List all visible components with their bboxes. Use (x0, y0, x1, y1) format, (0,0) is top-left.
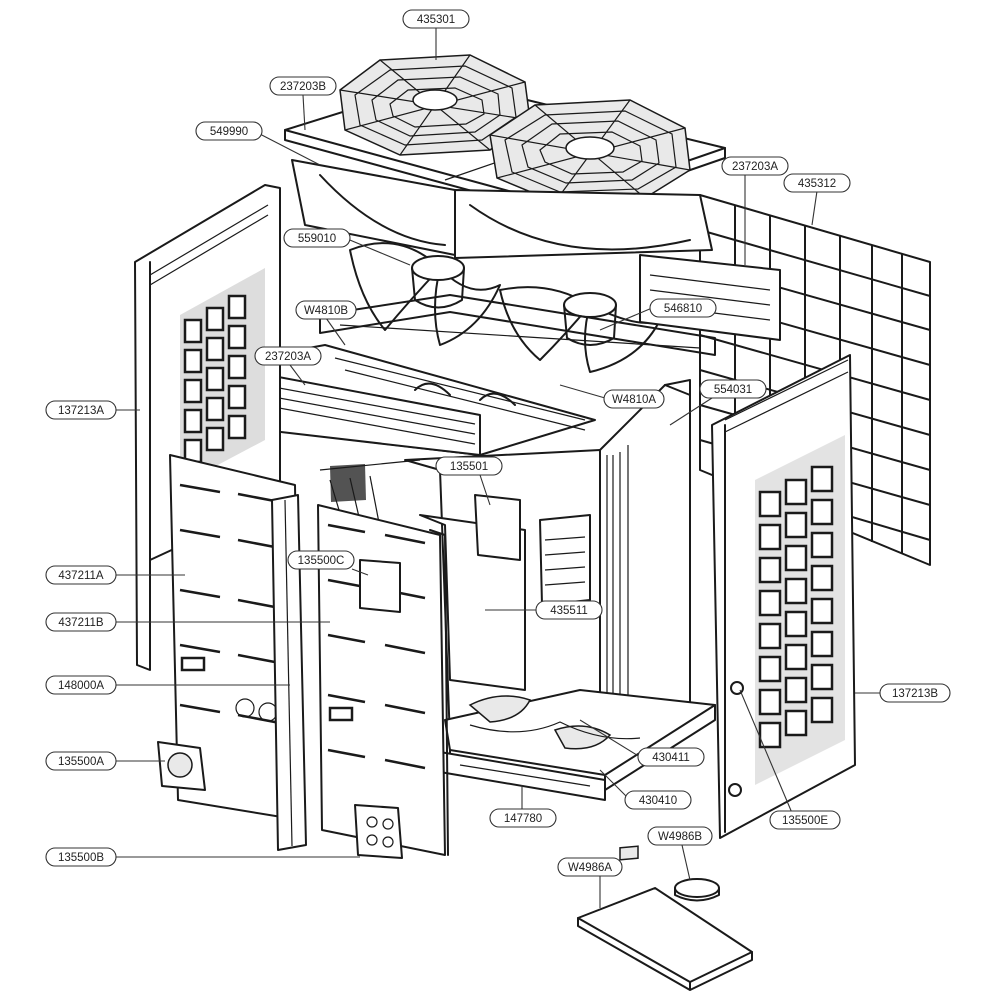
callout-text: 137213A (58, 405, 104, 417)
callout-135501: 135501 (435, 456, 503, 476)
callout-237203a-top: 237203A (721, 156, 789, 176)
fan-motor-bracket (319, 294, 716, 356)
callout-137213a: 137213A (45, 400, 117, 420)
callout-text: W4810B (304, 305, 348, 317)
callout-text: W4986A (568, 862, 612, 874)
front-top-panel (214, 344, 596, 456)
callout-text: 430411 (652, 752, 690, 764)
fan-guard-left-icon (339, 54, 531, 156)
fan-shroud (291, 159, 713, 259)
callout-text: 430410 (639, 795, 677, 807)
callout-559010: 559010 (283, 228, 351, 248)
fan-guard-right-icon (489, 99, 691, 203)
callout-text: 135500C (298, 555, 345, 567)
callout-text: 554031 (714, 384, 752, 396)
front-post (271, 494, 307, 851)
callout-148000a: 148000A (45, 675, 117, 695)
callout-147780: 147780 (489, 808, 557, 828)
callout-435511: 435511 (535, 600, 603, 620)
callout-text: 135500E (782, 815, 828, 827)
callout-135500a: 135500A (45, 751, 117, 771)
callout-text: W4986B (658, 831, 702, 843)
callout-text: 135501 (450, 461, 488, 473)
leader-lines (115, 28, 880, 908)
callout-text: 135500A (58, 756, 104, 768)
callout-554031: 554031 (699, 379, 767, 399)
port-cover-b (354, 804, 403, 859)
inner-chassis (319, 449, 601, 761)
callout-437211a: 437211A (45, 565, 117, 585)
cap-w4986b (674, 878, 720, 902)
callout-text: 137213B (892, 688, 938, 700)
fan-blade-left-icon (349, 242, 501, 346)
callout-text: 549990 (210, 126, 248, 138)
callout-text: 437211A (58, 570, 104, 582)
callout-text: 147780 (504, 813, 542, 825)
callout-237203a-front: 237203A (254, 346, 322, 366)
callout-text: 237203A (265, 351, 311, 363)
callout-549990: 549990 (195, 121, 263, 141)
callout-135500b: 135500B (45, 847, 117, 867)
port-cover-a (157, 741, 206, 791)
callout-435301: 435301 (402, 9, 470, 29)
callout-w4810b: W4810B (295, 300, 357, 320)
callout-w4986a: W4986A (557, 857, 623, 877)
fan-blade-right-icon (499, 286, 661, 373)
callout-435312: 435312 (783, 173, 851, 193)
front-panel-b (317, 504, 449, 856)
callout-text: 135500B (58, 852, 104, 864)
callout-text: 237203B (280, 81, 326, 93)
callout-437211b: 437211B (45, 612, 117, 632)
callout-text: 237203A (732, 161, 778, 173)
callout-137213b: 137213B (879, 683, 951, 703)
callout-text: 435511 (550, 605, 588, 617)
callout-text: 435312 (798, 178, 836, 190)
callout-237203b: 237203B (269, 76, 337, 96)
side-grille-left-icon (180, 268, 265, 485)
callout-430411: 430411 (637, 747, 705, 767)
top-rear-crossbar (639, 254, 781, 341)
callout-w4810a: W4810A (603, 389, 665, 409)
callout-546810: 546810 (649, 298, 717, 318)
callout-135500c: 135500C (287, 550, 355, 570)
side-grille-right-icon (755, 435, 845, 785)
callout-text: 559010 (298, 233, 336, 245)
callout-text: 148000A (58, 680, 104, 692)
callout-text: 546810 (664, 303, 702, 315)
base-pan (444, 689, 716, 791)
callout-text: W4810A (612, 394, 656, 406)
callout-w4986b: W4986B (647, 826, 713, 846)
callout-text: 437211B (58, 617, 104, 629)
callout-text: 435301 (417, 14, 455, 26)
callout-430410: 430410 (624, 790, 692, 810)
service-plate-w4986a (577, 845, 753, 991)
right-side-panel (711, 354, 856, 839)
callout-135500e: 135500E (769, 810, 841, 830)
